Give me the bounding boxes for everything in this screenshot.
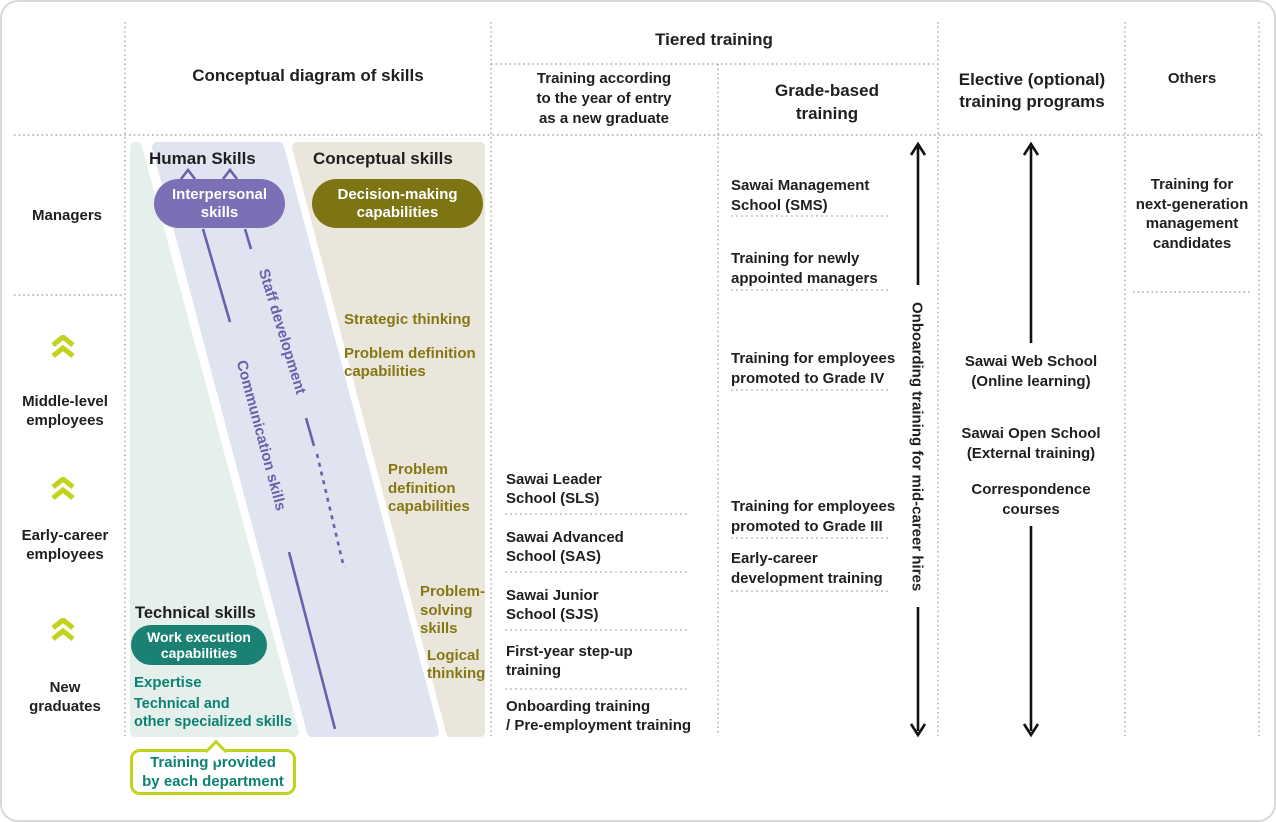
level-up-chevron-icon [51, 477, 75, 500]
item-dividers [505, 215, 890, 690]
column-header-elective: Elective (optional) training programs [958, 70, 1106, 111]
elective-item-web-school: Sawai Web School (Online learning) [964, 353, 1098, 390]
training-item-onboarding: Onboarding training / Pre-employment tra… [506, 698, 692, 734]
conceptual-skill-item: Problem definition capabilities [344, 345, 476, 380]
row-label-managers: Managers [31, 207, 103, 224]
technical-skills-title: Technical skills [135, 604, 256, 622]
training-item-sas: Sawai Advanced School (SAS) [506, 529, 624, 565]
training-item-sms: Sawai Management School (SMS) [731, 177, 870, 214]
training-item-grade4: Training for employees promoted to Grade… [731, 350, 896, 387]
grade-range-arrow-icon [909, 141, 927, 738]
level-up-chevron-icon [51, 335, 75, 358]
interpersonal-skills-pill: Interpersonal skills [154, 179, 285, 228]
skill-growth-lines [179, 167, 346, 730]
human-skills-title: Human Skills [149, 149, 256, 168]
work-execution-pill: Work execution capabilities [131, 625, 267, 665]
department-training-callout: Training provided by each department [130, 749, 296, 795]
others-item-next-generation: Training for next-generation management … [1135, 176, 1249, 252]
skills-section-title: Conceptual diagram of skills [192, 66, 424, 85]
column-header-grade-based: Grade-based training [775, 81, 879, 123]
row-label-early-career: Early-career employees [21, 527, 109, 563]
conceptual-skill-item: Problem- solving skills [420, 583, 486, 637]
conceptual-skill-item: Problem definition capabilities [388, 461, 470, 515]
training-item-grade3: Training for employees promoted to Grade… [731, 498, 896, 535]
mid-career-onboarding-arrow-label: Onboarding training for mid-career hires [908, 302, 926, 592]
grid-lines [14, 22, 1265, 736]
conceptual-skill-item: Logical thinking [427, 647, 486, 682]
elective-range-arrow-icon [1022, 141, 1040, 738]
training-item-early-career-dev: Early-career development training [731, 550, 883, 587]
elective-item-open-school: Sawai Open School (External training) [961, 425, 1101, 462]
technical-skill-item: Technical and other specialized skills [134, 696, 292, 730]
technical-skill-item: Expertise [134, 674, 202, 691]
row-label-middle-level: Middle-level employees [22, 393, 108, 429]
elective-item-correspondence: Correspondence courses [971, 481, 1091, 518]
human-skills-band [152, 142, 439, 737]
level-up-chevron-icon [51, 618, 75, 641]
conceptual-skills-title: Conceptual skills [313, 149, 453, 168]
technical-skills-band [130, 142, 299, 737]
department-training-label: Training provided by each department [142, 754, 284, 790]
training-item-sjs: Sawai Junior School (SJS) [506, 587, 599, 623]
training-item-first-year: First-year step-up training [506, 643, 633, 679]
up-arrow-icon [221, 167, 239, 180]
conceptual-skills-band [292, 142, 485, 737]
conceptual-skill-item: Strategic thinking [344, 311, 471, 328]
column-header-year-of-entry: Training according to the year of entry … [536, 70, 672, 127]
tiered-training-title: Tiered training [655, 30, 773, 49]
training-item-sls: Sawai Leader School (SLS) [506, 471, 602, 507]
up-arrow-icon [179, 167, 197, 180]
training-item-new-managers: Training for newly appointed managers [731, 250, 878, 287]
decision-making-pill: Decision-making capabilities [312, 179, 483, 228]
column-header-others: Others [1167, 70, 1217, 87]
row-label-new-graduates: New graduates [29, 679, 101, 715]
